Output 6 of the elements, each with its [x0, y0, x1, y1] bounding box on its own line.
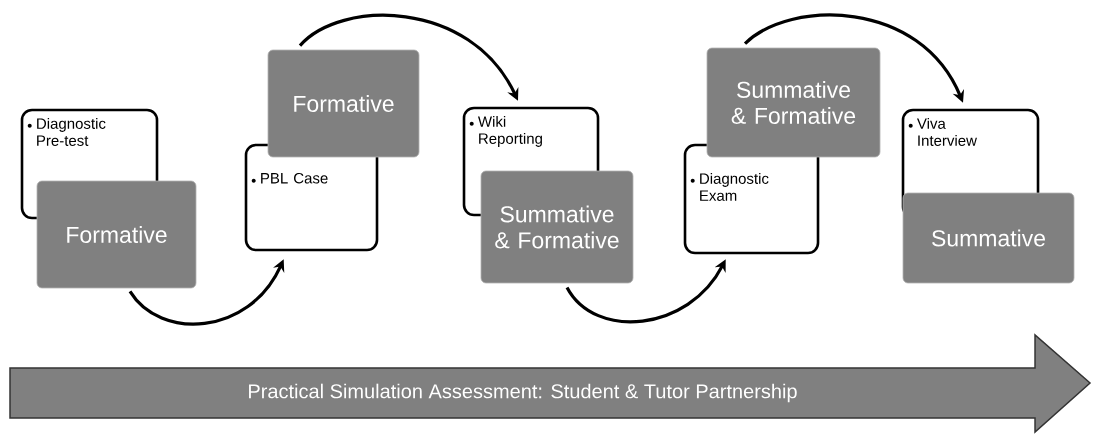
stage-box: Summative: [902, 192, 1075, 284]
stage-box: Summative & Formative: [706, 47, 881, 158]
stage-box: Formative: [267, 49, 420, 158]
stage-box: Summative & Formative: [480, 170, 634, 284]
stage-box: Formative: [36, 180, 197, 289]
bullet-box: Diagnostic Exam: [683, 143, 820, 255]
